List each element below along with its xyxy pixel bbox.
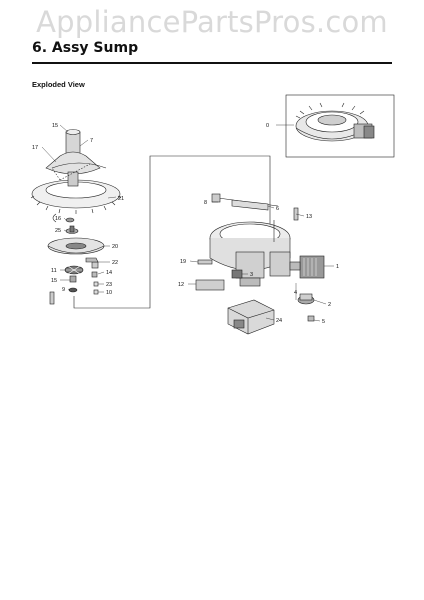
callout-19: 19 [180,259,186,265]
filter-assembly-drawing [30,129,122,305]
callout-7: 7 [90,138,93,144]
callout-3: 3 [250,272,253,278]
callout-20: 20 [112,244,118,250]
callout-21: 21 [118,196,124,202]
callout-0: 0 [266,123,269,129]
callout-13: 13 [306,214,312,220]
callout-14: 14 [106,270,112,276]
callout-15b: 15 [51,278,57,284]
sump-body-drawing [195,193,325,335]
inset-frame [285,94,395,158]
site-watermark: AppliancePartsPros.com [36,5,388,39]
routing-line [73,155,271,309]
callout-15: 15 [52,123,58,129]
callout-8: 8 [204,200,207,206]
callout-16: 16 [55,216,61,222]
section-title: 6. Assy Sump [32,40,139,56]
exploded-view-label: Exploded View [32,80,85,89]
callout-17: 17 [32,145,38,151]
callout-10: 10 [106,290,112,296]
callout-4: 4 [294,290,297,296]
inset-sump-assembly-drawing [295,102,375,142]
callout-2: 2 [328,302,331,308]
callout-9: 9 [62,287,65,293]
callout-12: 12 [178,282,184,288]
callout-25: 25 [55,228,61,234]
callout-23: 23 [106,282,112,288]
callout-5: 5 [322,319,325,325]
callout-24: 24 [276,318,282,324]
title-divider [32,62,392,64]
callout-22: 22 [112,260,118,266]
callout-6: 6 [276,206,279,212]
callout-11: 11 [51,268,57,274]
callout-1: 1 [336,264,339,270]
